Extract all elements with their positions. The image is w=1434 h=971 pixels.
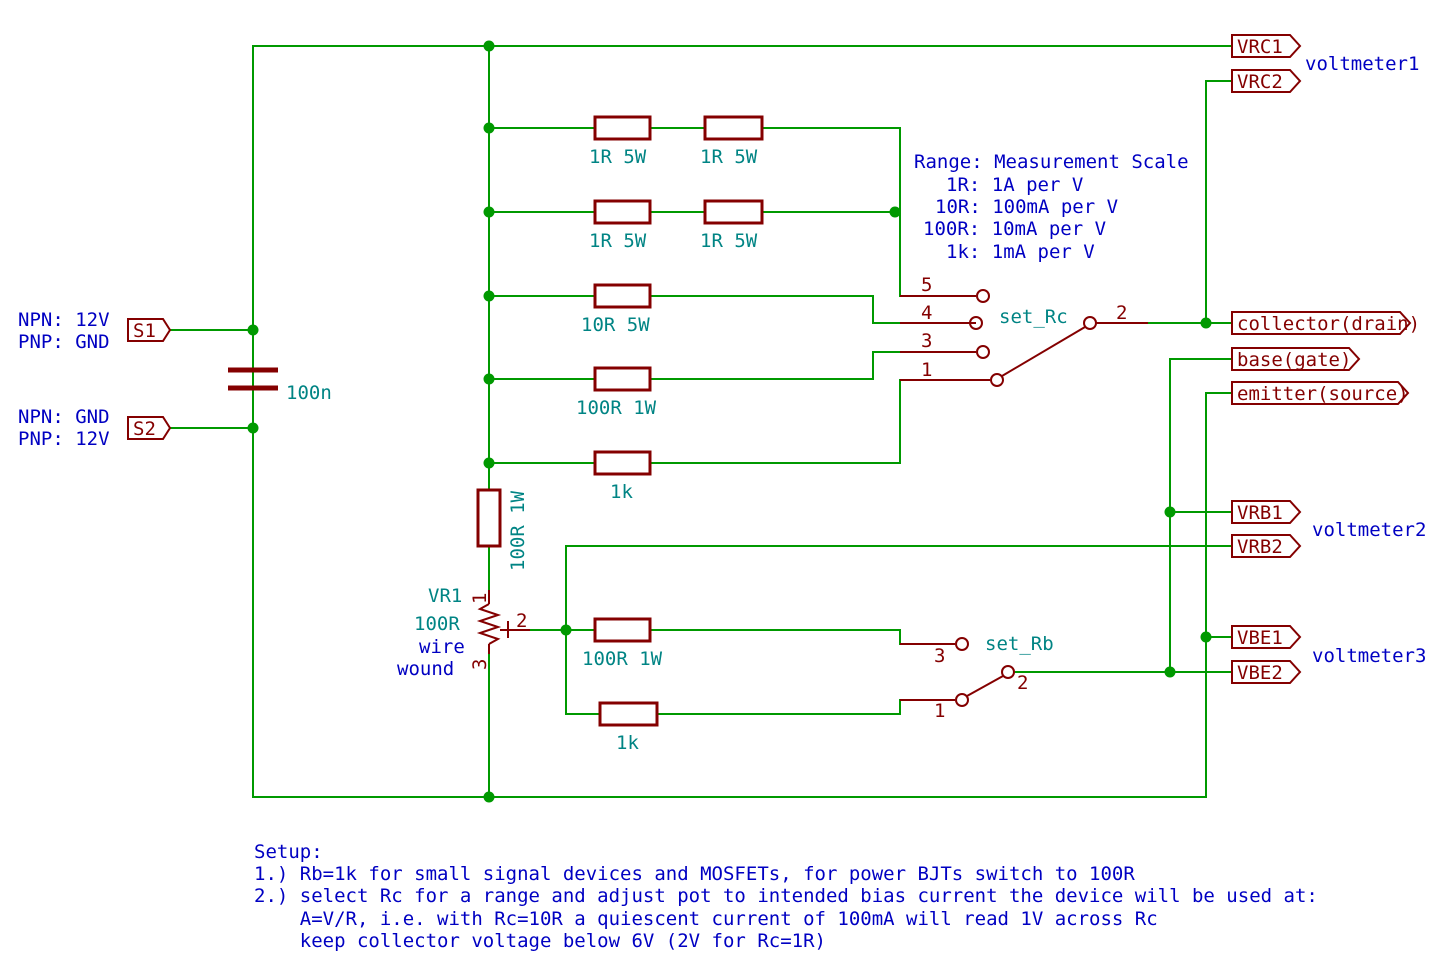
s1-note2: PNP: GND [18, 331, 110, 353]
r2a-label: 1R 5W [589, 230, 647, 252]
set-rc-pin3: 3 [921, 330, 932, 352]
r3-label: 10R 5W [581, 314, 650, 336]
switch-set-rc [900, 289, 1148, 387]
set-rc-pin4: 4 [921, 302, 932, 324]
collector-label: collector(drain) [1237, 313, 1420, 335]
set-rb-pin3: 3 [934, 645, 945, 667]
set-rc-name: set_Rc [999, 306, 1068, 328]
capacitor-100n [228, 330, 278, 428]
r1b-label: 1R 5W [700, 146, 758, 168]
range-row-4: 1k: 1mA per V [946, 241, 1095, 263]
s2-note1: NPN: GND [18, 406, 110, 428]
s2-label: S2 [133, 418, 156, 440]
pot-pin1: 1 [469, 593, 491, 604]
vrc1-label: VRC1 [1237, 36, 1283, 58]
r1a-label: 1R 5W [589, 146, 647, 168]
switch-set-rb [900, 637, 1015, 707]
pot-desc1: wire [419, 636, 465, 658]
vrb1-label: VRB1 [1237, 502, 1283, 524]
vertical-resistor-label: 100R 1W [507, 490, 529, 571]
setup-notes: Setup: 1.) Rb=1k for small signal device… [254, 841, 1318, 952]
range-row-2: 10R: 100mA per V [935, 196, 1118, 218]
r5-label: 1k [610, 481, 633, 503]
range-row-3: 100R: 10mA per V [923, 218, 1106, 240]
ports [127, 34, 1412, 684]
voltmeter2-label: voltmeter2 [1312, 519, 1426, 541]
pot-value: 100R [414, 613, 460, 635]
set-rb-pin2: 2 [1017, 672, 1028, 694]
vbe2-label: VBE2 [1237, 662, 1283, 684]
set-rc-pin1: 1 [921, 359, 932, 381]
set-rc-pin2: 2 [1116, 302, 1127, 324]
rb1-label: 100R 1W [582, 648, 663, 670]
r2b-label: 1R 5W [700, 230, 758, 252]
potentiometer-vr1 [476, 590, 530, 654]
range-title: Range: Measurement Scale [914, 151, 1189, 173]
pot-pin3: 3 [469, 659, 491, 670]
setup-line-4: A=V/R, i.e. with Rc=10R a quiescent curr… [254, 908, 1158, 930]
pot-ref: VR1 [428, 585, 462, 607]
pot-desc2: wound [397, 658, 454, 680]
r4-label: 100R 1W [576, 397, 657, 419]
setup-line-1: Setup: [254, 841, 323, 863]
base-label: base(gate) [1237, 349, 1351, 371]
set-rb-name: set_Rb [985, 633, 1054, 655]
set-rc-pin5: 5 [921, 274, 932, 296]
s2-note2: PNP: 12V [18, 428, 110, 450]
set-rb-pin1: 1 [934, 700, 945, 722]
resistors [476, 115, 764, 727]
voltmeter1-label: voltmeter1 [1305, 53, 1419, 75]
s1-label: S1 [133, 320, 156, 342]
range-row-1: 1R: 1A per V [946, 174, 1083, 196]
junctions [247, 40, 1212, 803]
rb2-label: 1k [616, 732, 639, 754]
range-table: Range: Measurement Scale 1R: 1A per V 10… [914, 151, 1189, 263]
vbe1-label: VBE1 [1237, 627, 1283, 649]
setup-line-5: keep collector voltage below 6V (2V for … [254, 930, 826, 952]
setup-line-2: 1.) Rb=1k for small signal devices and M… [254, 863, 1135, 885]
emitter-label: emitter(source) [1237, 383, 1409, 405]
s1-note1: NPN: 12V [18, 309, 110, 331]
vrb2-label: VRB2 [1237, 536, 1283, 558]
vrc2-label: VRC2 [1237, 71, 1283, 93]
voltmeter3-label: voltmeter3 [1312, 645, 1426, 667]
pot-pin2: 2 [516, 610, 527, 632]
setup-line-3: 2.) select Rc for a range and adjust pot… [254, 885, 1318, 907]
cap-value: 100n [286, 382, 332, 404]
